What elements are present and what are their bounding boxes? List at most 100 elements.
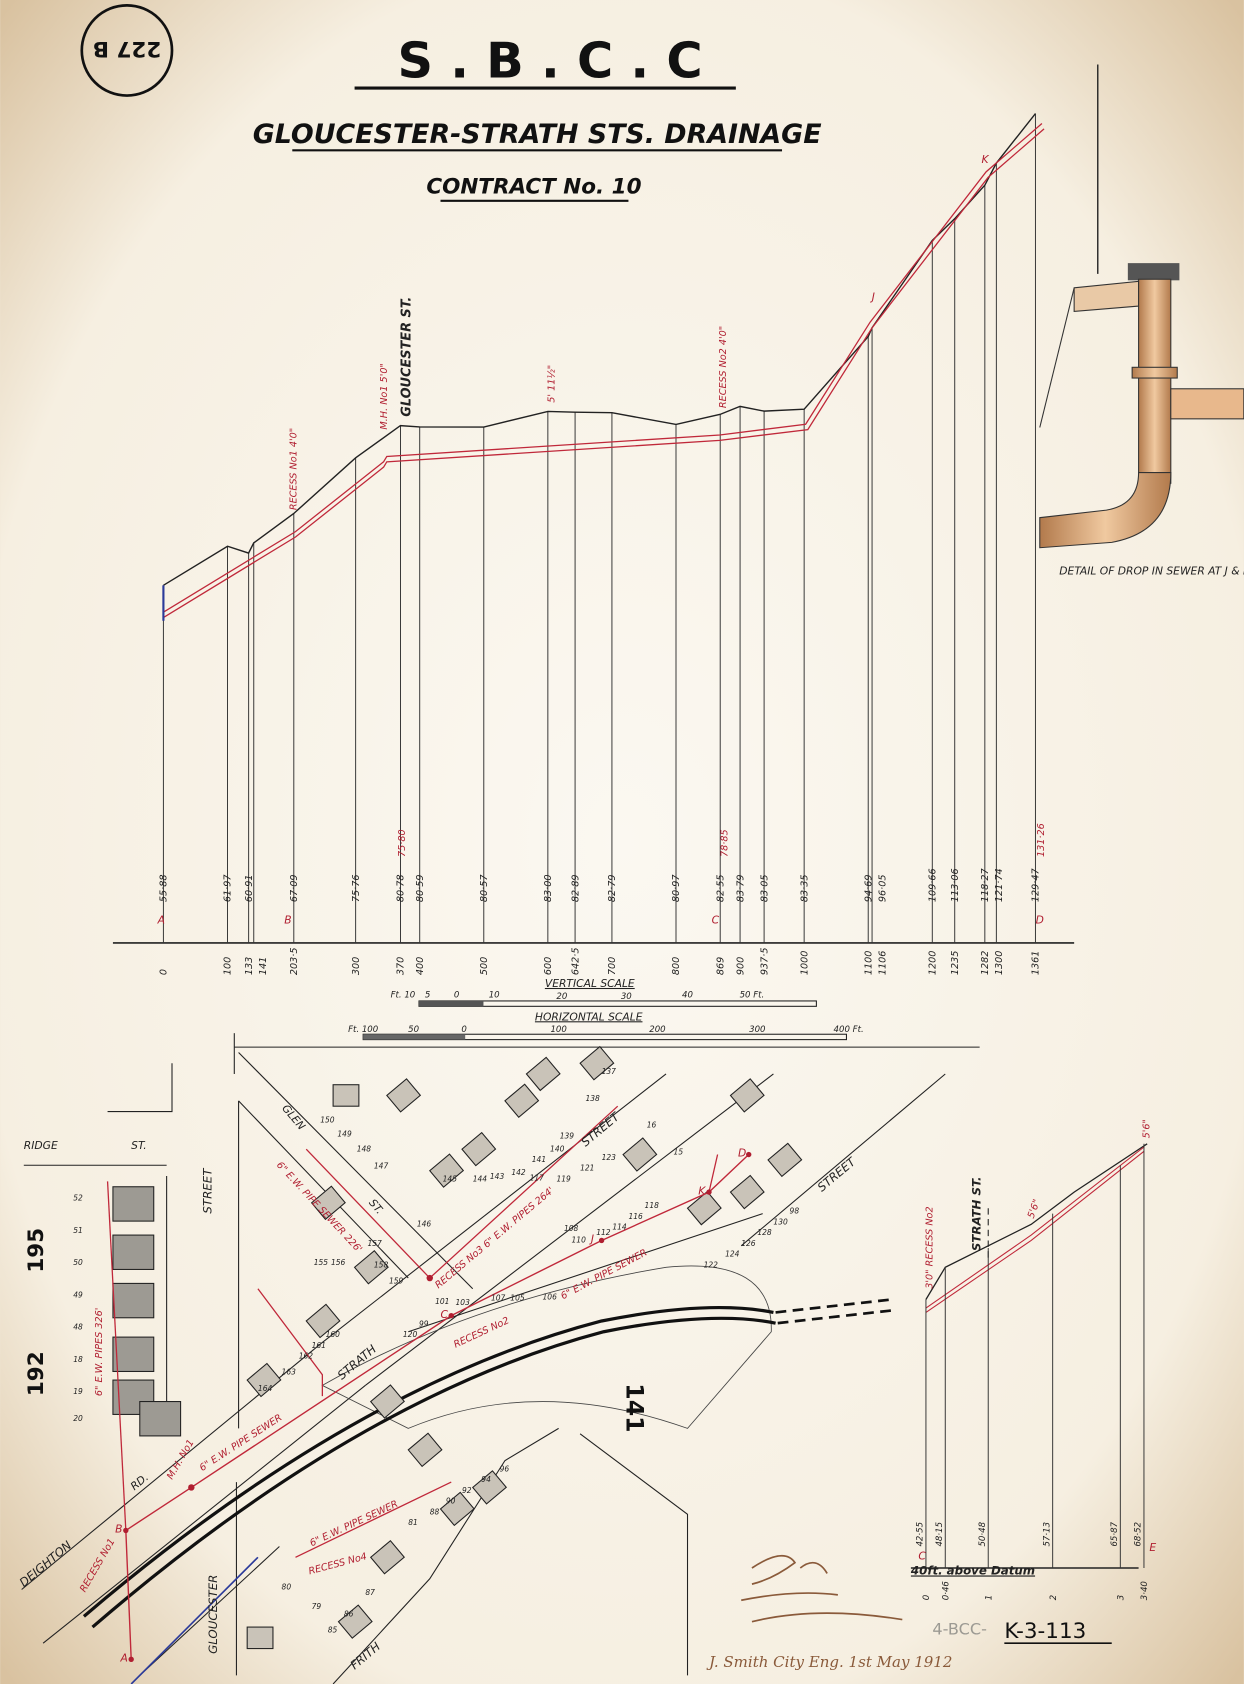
recess-2-label: RECESS No2 4'0" (718, 326, 729, 408)
station-chainage-label: 0 (159, 969, 170, 975)
house (112, 1336, 155, 1373)
station-level-label: 80·78 (396, 874, 407, 902)
station-level-label: 83·00 (543, 874, 554, 902)
house (686, 1190, 722, 1226)
station-chainage-label: 642·5 (570, 948, 581, 976)
vertical-scale-tick: 50 Ft. (740, 991, 765, 1001)
sewer-point-label: J (589, 1233, 594, 1246)
house (112, 1234, 155, 1270)
street-left-label: STREET (201, 1168, 215, 1214)
house-blocks (112, 1045, 803, 1650)
sewer-point-marker (448, 1312, 454, 1319)
lot-number: 121 (580, 1164, 594, 1173)
lot-number: 86 (344, 1609, 354, 1618)
station-level-label: 83·35 (799, 874, 810, 902)
block-192: 192 (24, 1351, 49, 1396)
lot-number: 90 (446, 1497, 456, 1506)
ridge-st-suffix: ST. (131, 1139, 147, 1152)
station-chainage-label: 500 (479, 957, 490, 975)
sewer-label-left: 6" E.W. PIPES 326' (94, 1308, 105, 1397)
lot-number: 80 (282, 1582, 292, 1591)
station-level-label: 80·97 (671, 874, 682, 903)
lot-number: 139 (560, 1131, 575, 1140)
lot-number: 98 (790, 1207, 800, 1216)
gloucester-street-label: GLOUCESTER (206, 1575, 220, 1654)
station-level-label: 80·59 (415, 874, 426, 902)
sewer-point-marker (123, 1527, 129, 1534)
gloucester-st-label: GLOUCESTER ST. (399, 297, 414, 417)
station-chainage-label: 300 (351, 957, 362, 975)
lot-number: 117 (530, 1173, 545, 1182)
vertical-scale-tick: 0 (454, 991, 460, 1001)
lot-number: 81 (408, 1518, 418, 1527)
vertical-scale-tick: 5 (425, 991, 430, 1001)
detail-caption: DETAIL OF DROP IN SEWER AT J & K (1059, 565, 1244, 578)
station-level-label: 83·79 (735, 874, 746, 902)
red-level-recess2: 78·85 (719, 829, 730, 857)
lot-number: 20 (73, 1414, 83, 1423)
station-level-label: 109·66 (928, 868, 939, 902)
lot-number: 48 (73, 1323, 83, 1332)
lot-number: 164 (258, 1384, 273, 1393)
drop-j-label: J (870, 291, 875, 304)
recess-marker (426, 1274, 433, 1282)
recess-1-label: RECESS No1 4'0" (289, 428, 300, 510)
lot-number: 156 (331, 1258, 346, 1267)
branch-sewer (257, 1288, 324, 1397)
lot-number: 145 (443, 1174, 458, 1183)
frith-sewer (295, 1481, 452, 1558)
recess-k-branch (708, 1154, 719, 1193)
house (246, 1626, 274, 1650)
station-chainage-label: 203·5 (289, 948, 300, 976)
station-level-label: 121·74 (994, 868, 1005, 902)
lot-number: 51 (73, 1226, 83, 1235)
vertical-drop-pipe (1138, 278, 1172, 484)
lot-number: 118 (645, 1201, 660, 1210)
station-level-label: 129·47 (1031, 867, 1042, 902)
station-chainage-label: 700 (607, 957, 618, 975)
house (112, 1282, 155, 1319)
side-top-label: 5'6" (1141, 1119, 1152, 1138)
lot-number: 123 (602, 1153, 617, 1162)
sewer-point-marker (598, 1237, 605, 1244)
lot-number: 147 (374, 1161, 389, 1170)
house (767, 1142, 803, 1178)
station-level-label: 113·06 (950, 868, 961, 902)
station-level-label: 55·88 (159, 874, 170, 902)
house (246, 1362, 282, 1398)
house (112, 1186, 155, 1222)
station-chainage-label: 1000 (799, 951, 810, 976)
lot-number: 92 (462, 1486, 472, 1495)
horizontal-scale-tick: 0 (461, 1025, 467, 1035)
horizontal-scale-tick: Ft. 100 (348, 1025, 379, 1035)
station-chainage-label: 133 (244, 957, 255, 975)
drop-k-label: K (981, 153, 989, 166)
station-chainage-label: 400 (415, 957, 426, 975)
lot-number: 94 (481, 1475, 491, 1484)
house (332, 1084, 360, 1107)
lot-number: 106 (543, 1293, 558, 1302)
lot-number: 112 (596, 1228, 611, 1237)
sewer-invert-line-lower (163, 128, 1045, 619)
horizontal-scale-tick: 400 Ft. (834, 1025, 864, 1035)
lot-number: 15 (674, 1148, 684, 1157)
lot-number: 116 (628, 1212, 643, 1221)
side-chainage-label: 1 (984, 1595, 994, 1600)
side-level-label: 68·52 (1134, 1522, 1144, 1547)
sewer-point-label: K (698, 1184, 706, 1197)
lot-number: 110 (572, 1236, 587, 1245)
lot-number: 128 (757, 1228, 772, 1237)
lot-number: 124 (725, 1250, 740, 1259)
horizontal-scale-label: HORIZONTAL SCALE (535, 1010, 643, 1023)
lot-number: 107 (491, 1294, 506, 1303)
vertical-scale-tick: Ft. 10 (391, 991, 416, 1001)
lot-number: 87 (365, 1588, 375, 1597)
lot-number: 96 (500, 1464, 510, 1473)
manhole-marker (188, 1484, 195, 1491)
station-level-label: 83·05 (759, 874, 770, 902)
side-sewer-line (925, 1150, 1145, 1313)
station-chainage-label: 100 (223, 957, 234, 975)
station-chainage-label: 869 (715, 957, 726, 975)
lot-number: 142 (511, 1168, 526, 1177)
